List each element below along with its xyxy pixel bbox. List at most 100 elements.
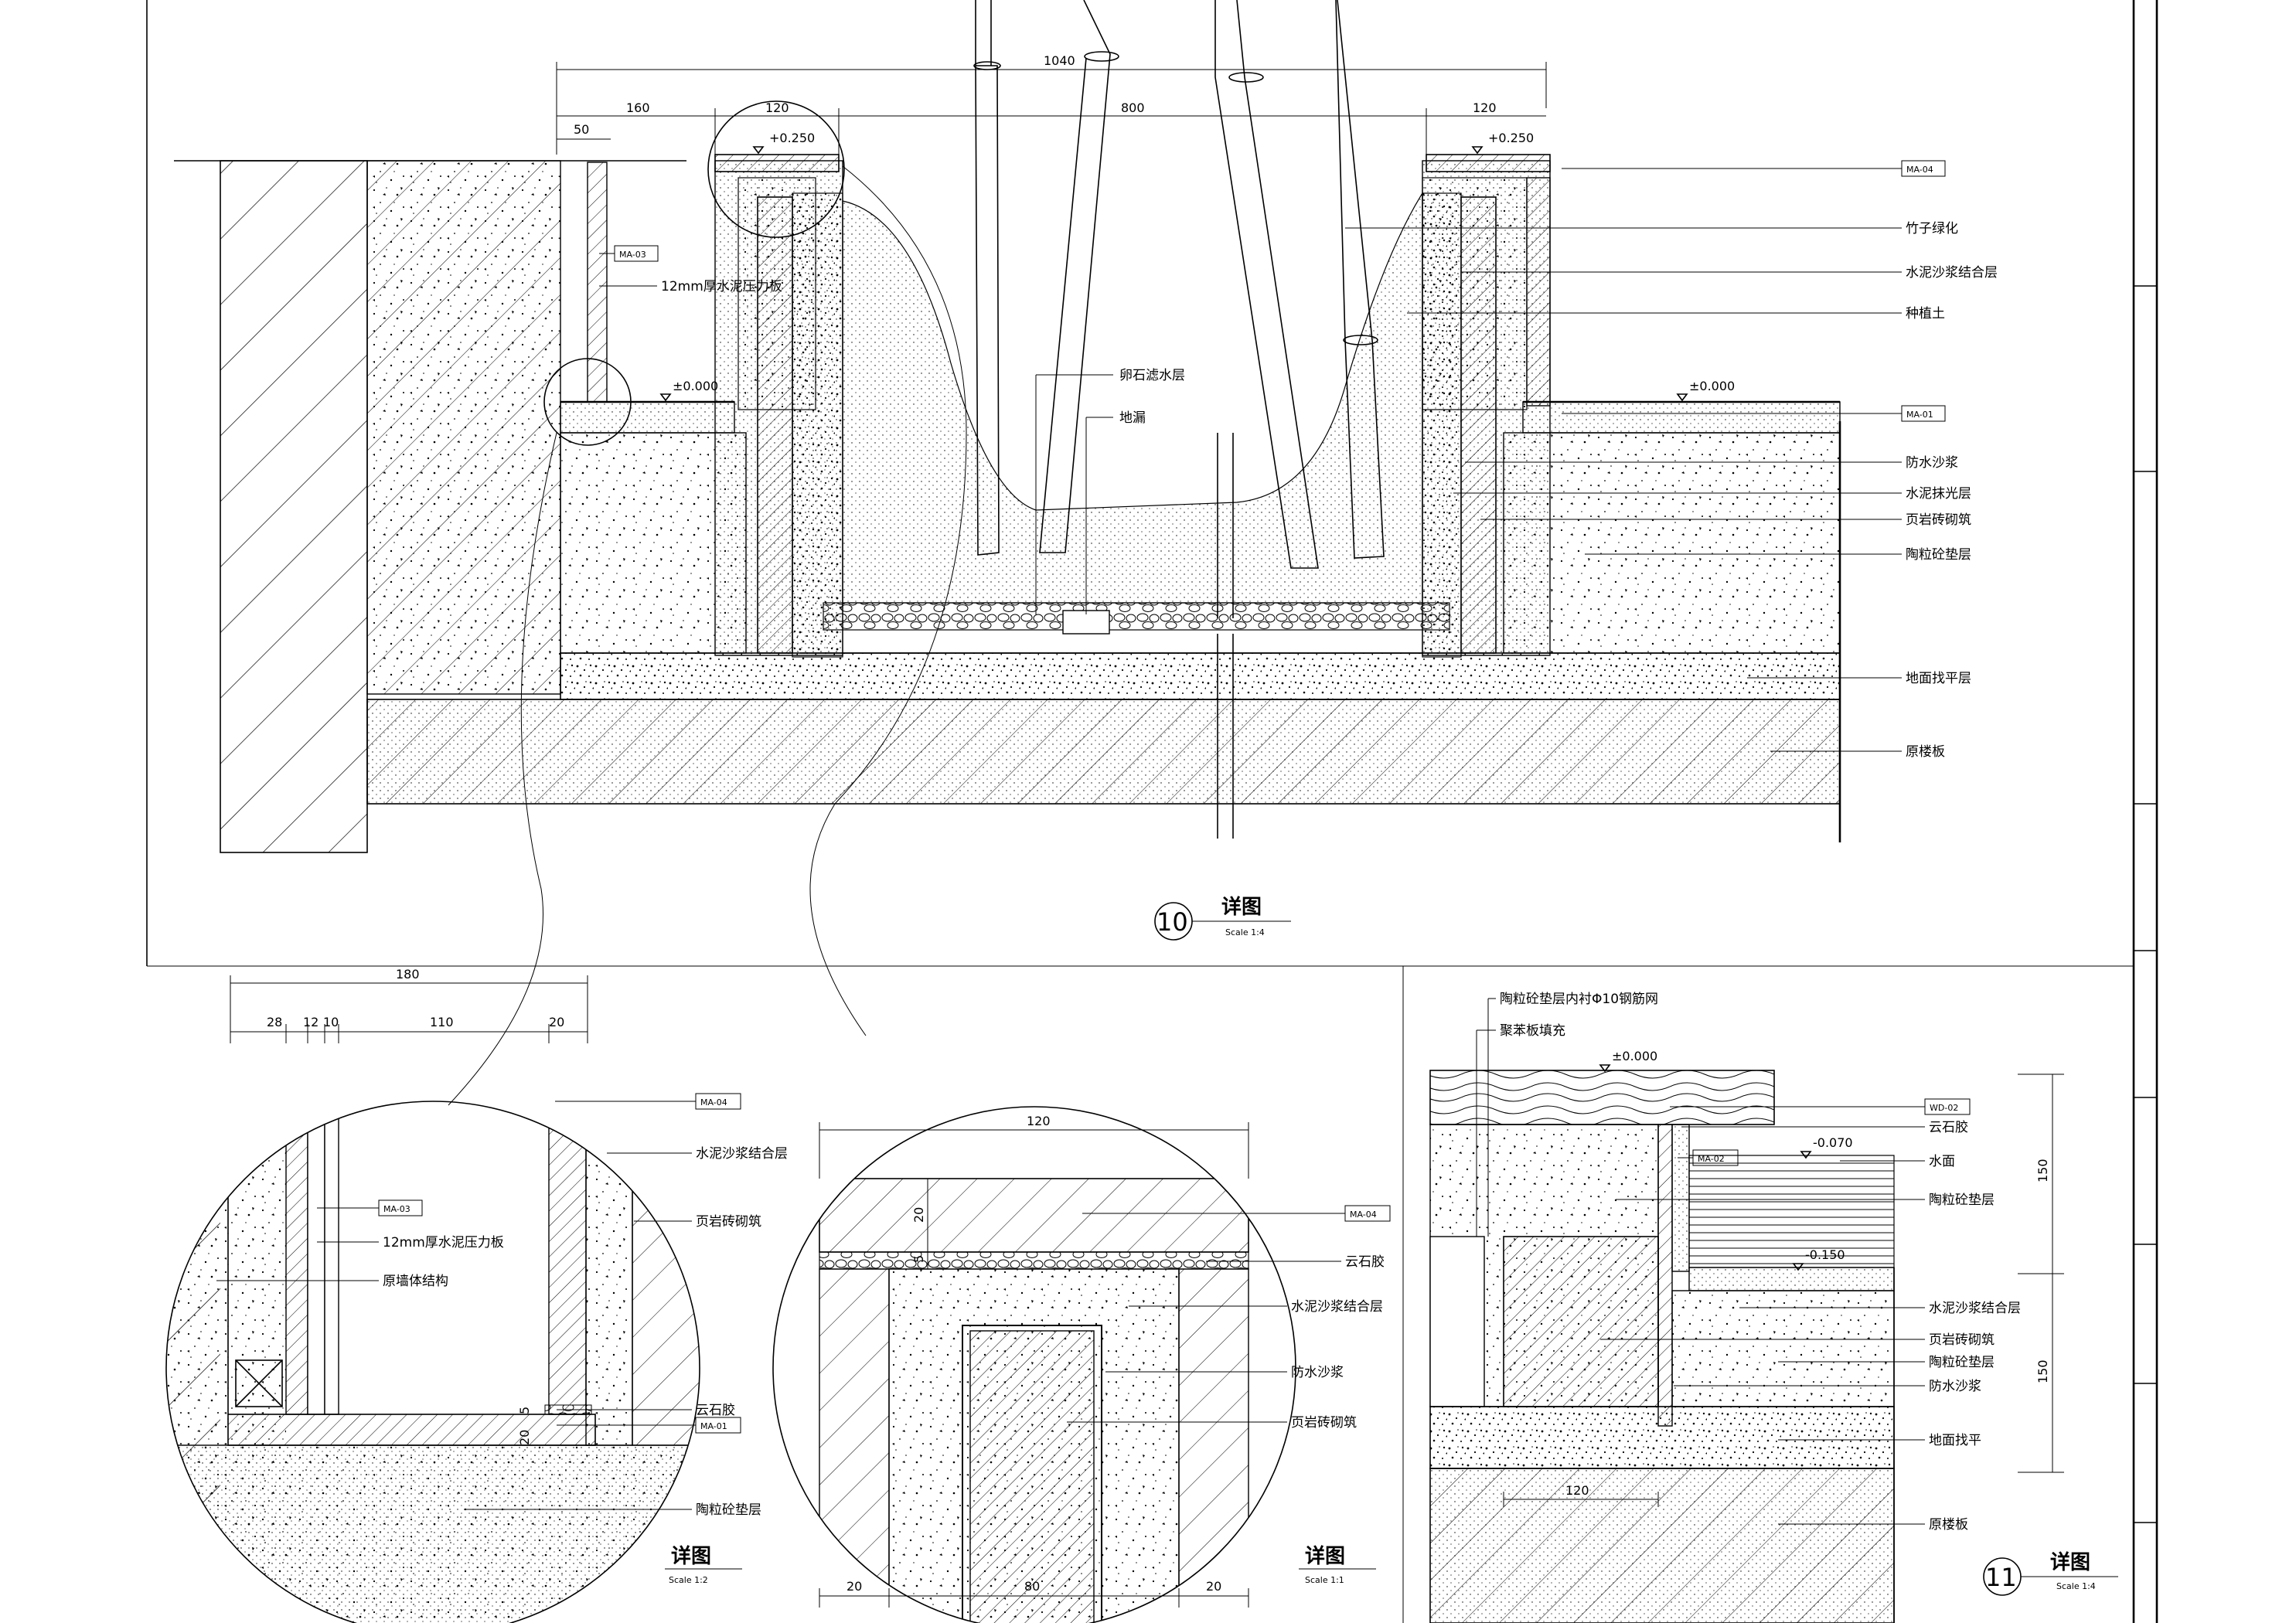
- label-bamboo: 竹子绿化: [1906, 221, 1958, 236]
- tag-ma01: MA-01: [1906, 410, 1933, 420]
- label-pebble: 卵石滤水层: [1119, 368, 1185, 383]
- sheet-frame: [146, 0, 2158, 1623]
- detail-10-labels: MA-04 MA-01 MA-03 12mm厚水泥压力板 卵石滤水层 地漏 竹子…: [599, 160, 1998, 760]
- d11-tag-wd02: WD-02: [1930, 1103, 1958, 1113]
- b-dim-top: 120: [1027, 1114, 1051, 1128]
- d11-dim-150b: 150: [2035, 1359, 2050, 1383]
- d11-label-ceramsite2: 陶粒砼垫层: [1929, 1355, 1995, 1370]
- elev-floor-right: ±0.000: [1689, 379, 1735, 393]
- label-slab: 原楼板: [1906, 744, 1945, 760]
- detail-number-11: 11: [1985, 1563, 2017, 1592]
- bamboo-stems: [973, 0, 1385, 569]
- label-mortar-bond: 水泥沙浆结合层: [1906, 265, 1998, 281]
- detail-11-title-text: 详图: [2050, 1550, 2090, 1574]
- d11-label-water: 水面: [1929, 1154, 1955, 1169]
- detail-11-section: [1429, 1070, 1895, 1623]
- b-dim-v20: 20: [911, 1207, 926, 1223]
- elev-top-left: +0.250: [769, 131, 815, 145]
- detail-b-title-text: 详图: [1305, 1544, 1345, 1568]
- detail-a-title: 详图 Scale 1:2: [665, 1544, 742, 1585]
- detail-a-enlarged: [165, 1101, 700, 1623]
- detail-a-scale: Scale 1:2: [669, 1575, 708, 1585]
- detail-11-title: 11 详图 Scale 1:4: [1983, 1550, 2118, 1596]
- a-label-board: 12mm厚水泥压力板: [383, 1235, 504, 1250]
- detail-10-title: 10 详图 Scale 1:4: [1154, 895, 1291, 941]
- label-ceramsite: 陶粒砼垫层: [1906, 547, 1971, 563]
- a-label-glue: 云石胶: [696, 1403, 735, 1418]
- label-drain: 地漏: [1119, 410, 1146, 426]
- a-tag-ma01: MA-01: [700, 1421, 727, 1431]
- d11-tag-ma02: MA-02: [1698, 1154, 1725, 1164]
- dim-v5: 5: [517, 1407, 532, 1414]
- d11-label-foam: 聚苯板填充: [1500, 1023, 1565, 1039]
- dim-160: 160: [626, 100, 650, 115]
- a-label-wall: 原墙体结构: [383, 1274, 448, 1289]
- detail-10-scale: Scale 1:4: [1225, 927, 1265, 937]
- a-label-ceramsite: 陶粒砼垫层: [696, 1502, 761, 1518]
- detail-a-dimensions: 180 28 12 10 110 20 20 5: [230, 967, 588, 1445]
- detail-b-labels: MA-04 云石胶 水泥沙浆结合层 防水沙浆 页岩砖砌筑: [1067, 1205, 1391, 1431]
- detail-b-scale: Scale 1:1: [1305, 1575, 1344, 1585]
- d11-label-mortar-bond: 水泥沙浆结合层: [1929, 1301, 2021, 1316]
- a-tag-ma03: MA-03: [383, 1204, 410, 1214]
- label-cement-polish: 水泥抹光层: [1906, 486, 1971, 502]
- b-label-glue: 云石胶: [1345, 1254, 1385, 1270]
- b-dim-v5: 5: [911, 1255, 926, 1263]
- b-dim-20b: 20: [1206, 1579, 1221, 1594]
- dim-28: 28: [267, 1015, 282, 1029]
- dim-20: 20: [549, 1015, 564, 1029]
- detail-a-labels: MA-04 水泥沙浆结合层 页岩砖砌筑 MA-03 12mm厚水泥压力板 原墙体…: [216, 1093, 788, 1518]
- dim-10: 10: [323, 1015, 339, 1029]
- elev-top-right: +0.250: [1488, 131, 1534, 145]
- label-soil: 种植土: [1906, 306, 1945, 322]
- label-board: 12mm厚水泥压力板: [661, 279, 782, 294]
- d11-dim-150a: 150: [2035, 1159, 2050, 1182]
- a-label-mortar-bond: 水泥沙浆结合层: [696, 1146, 788, 1162]
- dim-12: 12: [303, 1015, 319, 1029]
- label-waterproof: 防水沙浆: [1906, 455, 1958, 471]
- tag-ma03: MA-03: [619, 250, 646, 260]
- label-leveling: 地面找平层: [1906, 671, 1971, 686]
- detail-b-title: 详图 Scale 1:1: [1299, 1544, 1376, 1585]
- d11-label-leveling: 地面找平: [1929, 1433, 1981, 1448]
- detail-10-title-text: 详图: [1221, 895, 1262, 919]
- d11-dim-120: 120: [1565, 1483, 1589, 1498]
- b-dim-20a: 20: [847, 1579, 862, 1594]
- detail-11-dimensions: 150 150 120 ±0.000 -0.070 -0.150: [1503, 1049, 2064, 1507]
- b-label-mortar-bond: 水泥沙浆结合层: [1291, 1299, 1383, 1315]
- dim-120b: 120: [1473, 100, 1497, 115]
- elev-floor-left: ±0.000: [673, 379, 718, 393]
- label-shale: 页岩砖砌筑: [1906, 512, 1971, 528]
- d11-label-glue: 云石胶: [1929, 1120, 1968, 1135]
- b-dim-80: 80: [1024, 1579, 1040, 1594]
- dim-110: 110: [430, 1015, 454, 1029]
- dim-120a: 120: [765, 100, 789, 115]
- b-label-shale: 页岩砖砌筑: [1291, 1415, 1357, 1431]
- detail-number-10: 10: [1157, 907, 1188, 937]
- detail-10-section: [174, 0, 1841, 1106]
- dim-800: 800: [1121, 100, 1145, 115]
- d11-label-rebar: 陶粒砼垫层内衬Φ10钢筋网: [1500, 992, 1658, 1007]
- d11-label-ceramsite: 陶粒砼垫层: [1929, 1193, 1995, 1208]
- detail-11-labels: 陶粒砼垫层内衬Φ10钢筋网 聚苯板填充 WD-02 云石胶 MA-02 水面 陶…: [1476, 992, 2021, 1533]
- a-label-shale: 页岩砖砌筑: [696, 1214, 761, 1230]
- d11-label-waterproof: 防水沙浆: [1929, 1379, 1981, 1394]
- detail-b-enlarged: [772, 1106, 1296, 1623]
- b-label-waterproof: 防水沙浆: [1291, 1365, 1344, 1380]
- d11-elev-top: ±0.000: [1612, 1049, 1657, 1063]
- detail-10-dimensions: 1040 160 120 800 120 50 +0.250 +0.250 ±0…: [556, 53, 1735, 402]
- dim-50: 50: [574, 122, 589, 137]
- dim-180: 180: [396, 967, 420, 982]
- detail-11-scale: Scale 1:4: [2056, 1581, 2096, 1591]
- d11-elev-bottom: -0.150: [1805, 1247, 1845, 1262]
- detail-a-title-text: 详图: [671, 1544, 711, 1568]
- d11-label-shale: 页岩砖砌筑: [1929, 1332, 1995, 1348]
- detail-b-dimensions: 120 20 80 20 20 5: [819, 1114, 1249, 1608]
- a-tag-ma04: MA-04: [700, 1097, 727, 1108]
- dim-total: 1040: [1044, 53, 1075, 68]
- tag-ma04: MA-04: [1906, 165, 1933, 175]
- b-tag-ma04: MA-04: [1350, 1210, 1377, 1220]
- d11-elev-water: -0.070: [1813, 1135, 1853, 1150]
